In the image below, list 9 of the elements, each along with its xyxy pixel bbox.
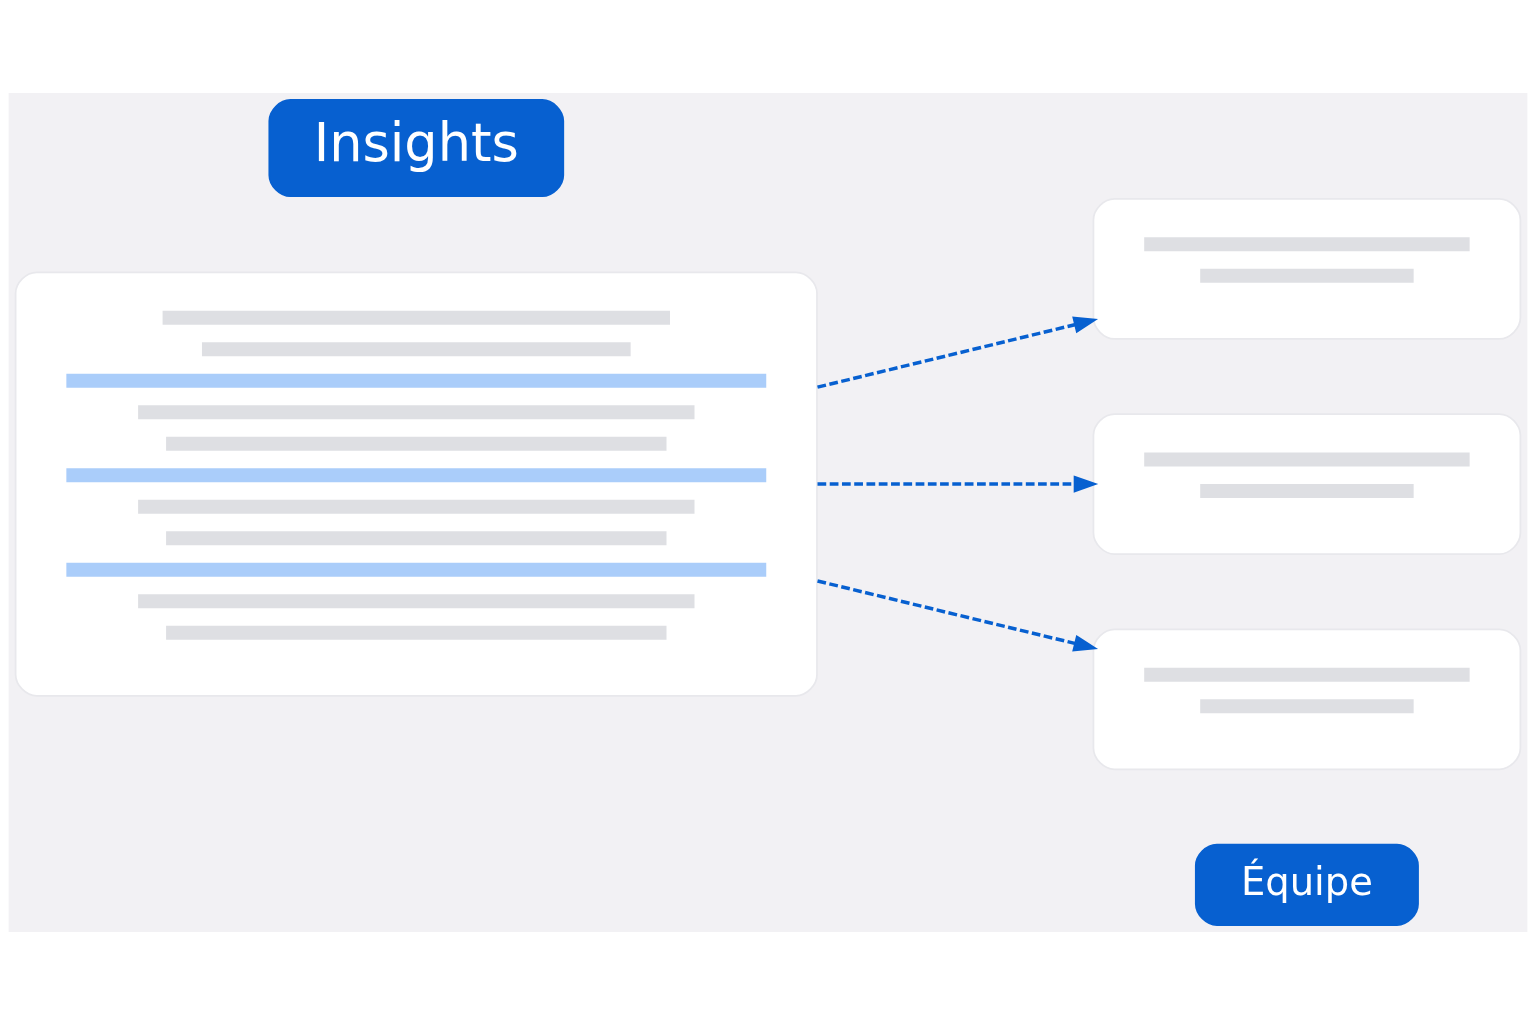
node-box: [1092, 627, 1522, 770]
node-box: Équipe: [1194, 843, 1419, 926]
node-box: Insights: [268, 98, 565, 197]
node-box: [1092, 197, 1522, 340]
arrow: [817, 578, 1099, 652]
node-box: [14, 270, 818, 697]
arrow: [817, 474, 1099, 493]
arrow: [817, 316, 1099, 389]
node-box: [1092, 412, 1522, 555]
